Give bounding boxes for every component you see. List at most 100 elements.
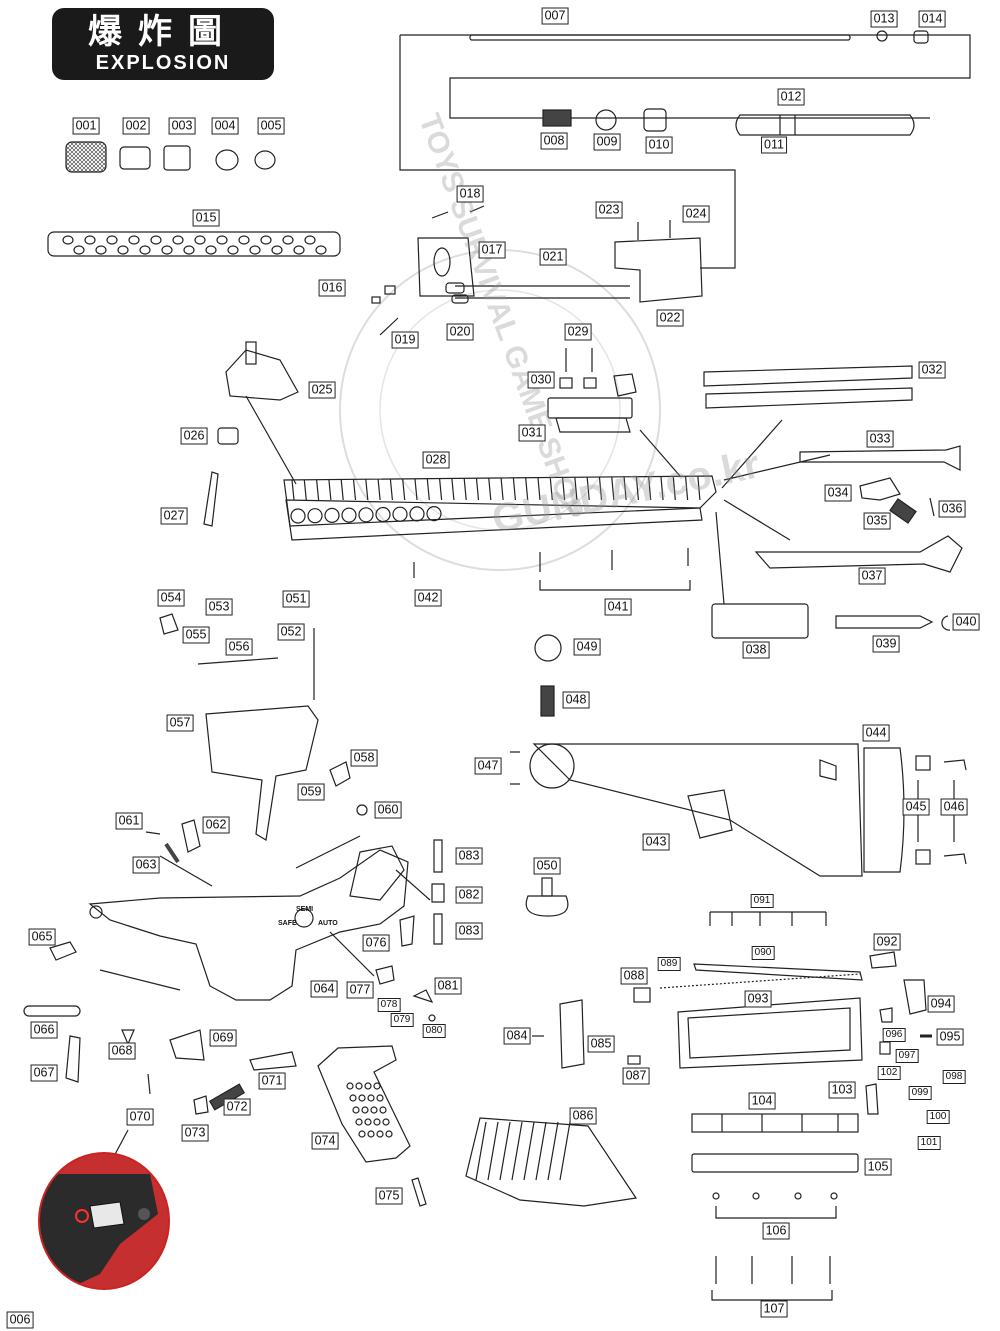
part-label-007: 007 [541, 7, 569, 25]
part-105 [691, 1153, 859, 1173]
part-096 [879, 1007, 893, 1023]
spring-035 [889, 498, 917, 524]
safety-069 [169, 1029, 205, 1061]
part-label-078: 078 [377, 998, 401, 1012]
part-label-034: 034 [824, 484, 852, 502]
part-label-094: 094 [927, 995, 955, 1013]
part-label-048: 048 [562, 691, 590, 709]
part-label-033: 033 [866, 430, 894, 448]
part-label-026: 026 [180, 427, 208, 445]
title-chinese: 爆炸圖 [88, 12, 238, 52]
part-label-062: 062 [202, 816, 230, 834]
part-label-098: 098 [942, 1070, 966, 1084]
marking-auto: AUTO [318, 920, 338, 927]
part-label-061: 061 [115, 812, 143, 830]
part-092 [869, 951, 897, 969]
part-label-037: 037 [858, 567, 886, 585]
screw-075 [411, 1177, 427, 1207]
part-label-104: 104 [748, 1092, 776, 1110]
safety-detail-inset [38, 1152, 170, 1290]
part-label-041: 041 [604, 598, 632, 616]
part-label-081: 081 [434, 977, 462, 995]
part-label-043: 043 [642, 833, 670, 851]
part-label-040: 040 [952, 613, 980, 631]
part-076 [399, 915, 415, 947]
spring-008 [542, 109, 572, 127]
part-071 [249, 1051, 297, 1071]
part-label-060: 060 [374, 801, 402, 819]
part-085 [559, 999, 585, 1069]
part-label-049: 049 [573, 638, 601, 656]
part-label-065: 065 [28, 928, 56, 946]
part-label-070: 070 [126, 1108, 154, 1126]
part-label-064: 064 [310, 980, 338, 998]
part-label-003: 003 [168, 117, 196, 135]
part-label-103: 103 [828, 1081, 856, 1099]
bolt-038 [711, 603, 809, 639]
part-label-056: 056 [225, 638, 253, 656]
part-label-031: 031 [518, 424, 546, 442]
part-label-079: 079 [390, 1013, 414, 1027]
part-062 [181, 819, 201, 853]
diagram-title: 爆炸圖 EXPLOSION [52, 8, 274, 80]
clip-040 [941, 615, 951, 631]
pin-083a [433, 839, 443, 873]
charging-handle-037 [754, 535, 963, 573]
washer-005 [254, 150, 276, 170]
part-label-028: 028 [422, 451, 450, 469]
spring-089 [659, 973, 861, 989]
part-077 [375, 965, 395, 985]
part-066 [23, 1005, 81, 1017]
part-label-015: 015 [192, 209, 220, 227]
part-003 [163, 145, 191, 171]
part-label-080: 080 [422, 1024, 446, 1038]
trigger-box-057 [205, 705, 319, 841]
part-label-066: 066 [30, 1021, 58, 1039]
part-label-063: 063 [132, 856, 160, 874]
part-label-001: 001 [72, 117, 100, 135]
part-label-019: 019 [391, 331, 419, 349]
part-102 [865, 1083, 879, 1115]
part-label-099: 099 [908, 1086, 932, 1100]
part-label-018: 018 [456, 185, 484, 203]
ring-009 [595, 109, 617, 131]
part-label-006: 006 [6, 1311, 34, 1329]
part-label-021: 021 [539, 248, 567, 266]
part-label-076: 076 [362, 934, 390, 952]
part-label-075: 075 [375, 1187, 403, 1205]
sling-swivel-050 [525, 895, 569, 917]
lower-receiver [88, 845, 409, 1001]
spring-033 [799, 445, 961, 471]
stock-043 [529, 743, 863, 877]
part-label-022: 022 [656, 309, 684, 327]
part-label-092: 092 [873, 933, 901, 951]
part-label-096: 096 [882, 1028, 906, 1042]
part-label-100: 100 [926, 1110, 950, 1124]
part-label-030: 030 [527, 371, 555, 389]
part-label-085: 085 [587, 1035, 615, 1053]
part-label-097: 097 [895, 1049, 919, 1063]
part-label-069: 069 [209, 1029, 237, 1047]
part-label-084: 084 [503, 1027, 531, 1045]
part-058 [329, 761, 351, 787]
washer-004 [215, 149, 239, 171]
part-label-059: 059 [297, 783, 325, 801]
part-label-083: 083 [455, 847, 483, 865]
part-label-042: 042 [414, 589, 442, 607]
part-094 [903, 979, 927, 1015]
part-label-052: 052 [277, 623, 305, 641]
part-label-053: 053 [205, 598, 233, 616]
rail-032b [705, 387, 913, 409]
part-039 [835, 615, 934, 629]
part-label-057: 057 [166, 714, 194, 732]
cylinder-011 [735, 114, 915, 136]
part-label-013: 013 [870, 10, 898, 28]
part-label-016: 016 [318, 279, 346, 297]
part-label-091: 091 [750, 894, 774, 908]
part-label-014: 014 [918, 10, 946, 28]
part-label-105: 105 [864, 1158, 892, 1176]
front-block-022 [614, 237, 703, 303]
part-088 [633, 987, 651, 1003]
handguard-028 [283, 475, 717, 541]
